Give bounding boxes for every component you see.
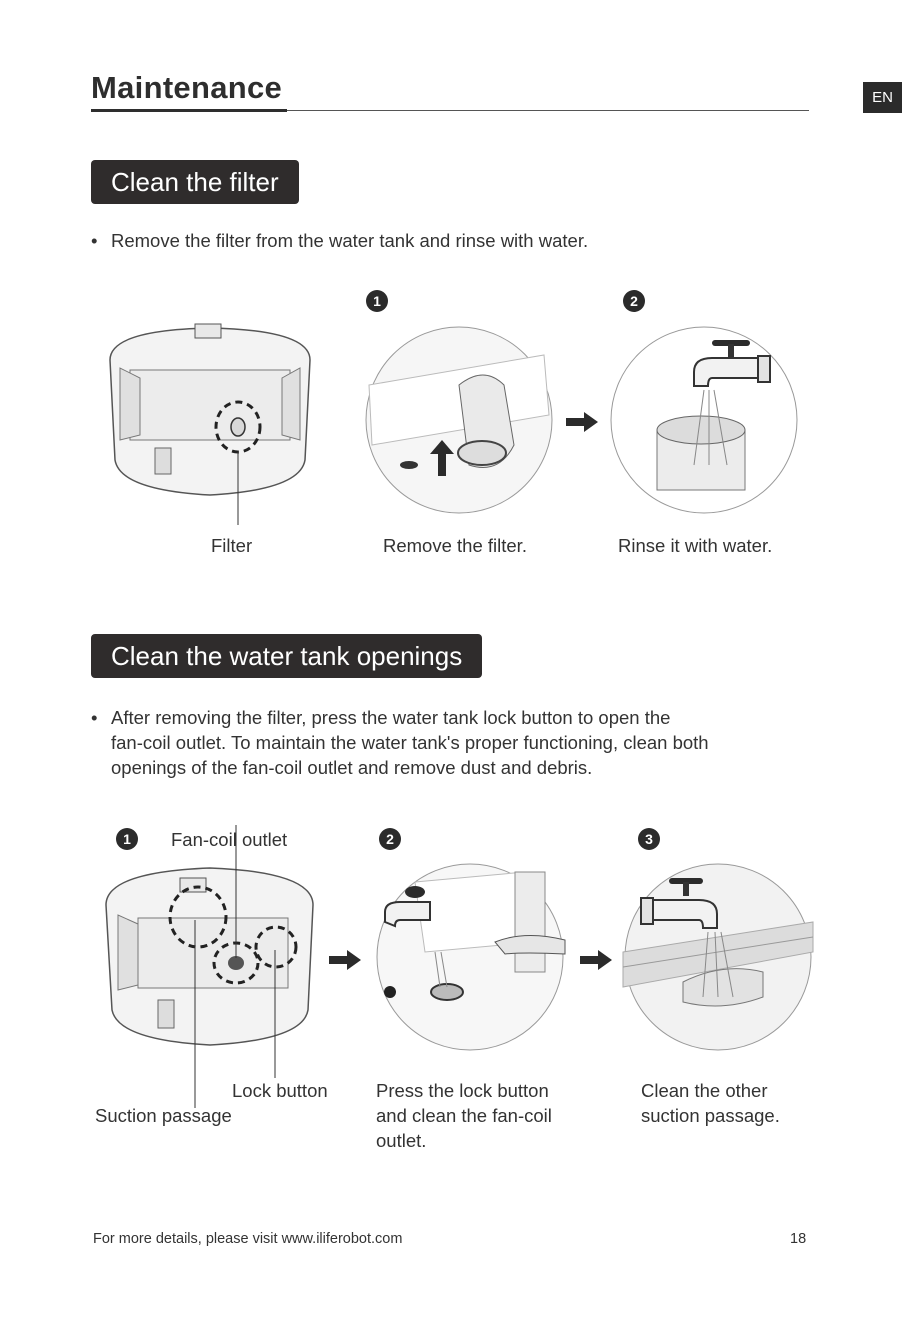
section-heading-clean-filter: Clean the filter bbox=[91, 160, 299, 204]
remove-filter-illustration bbox=[365, 326, 553, 514]
bullet-line: After removing the filter, press the wat… bbox=[111, 707, 671, 728]
caption-fan-coil-outlet: Fan-coil outlet bbox=[171, 829, 288, 850]
faucet-icon bbox=[693, 340, 771, 387]
step-number-2: 2 bbox=[623, 290, 645, 312]
bullet-dot: • bbox=[91, 707, 98, 728]
arrow-up-icon bbox=[430, 440, 454, 476]
caption-filter: Filter bbox=[211, 535, 253, 556]
caption-remove-filter: Remove the filter. bbox=[383, 535, 527, 556]
section-heading-clean-openings: Clean the water tank openings bbox=[91, 634, 483, 678]
bullet-text-2: • After removing the filter, press the w… bbox=[91, 705, 811, 780]
caption-rinse: Rinse it with water. bbox=[618, 535, 773, 556]
arrow-right-icon bbox=[566, 412, 598, 432]
caption-line: suction passage. bbox=[641, 1105, 780, 1126]
caption-line: outlet. bbox=[376, 1130, 427, 1151]
title-underline bbox=[91, 109, 287, 112]
arrow-right-icon bbox=[329, 950, 361, 970]
caption-clean-other: Clean the other suction passage. bbox=[641, 1078, 780, 1128]
step-number-2: 2 bbox=[379, 828, 401, 850]
language-badge: EN bbox=[863, 82, 902, 113]
bullet-text: • Remove the filter from the water tank … bbox=[91, 228, 589, 253]
step-number-3: 3 bbox=[638, 828, 660, 850]
bullet-line: Remove the filter from the water tank an… bbox=[111, 230, 589, 251]
bullet-line: fan-coil outlet. To maintain the water t… bbox=[111, 732, 709, 753]
caption-line: Press the lock button bbox=[376, 1080, 549, 1101]
water-tank-open-illustration bbox=[105, 825, 314, 1108]
bullet-dot: • bbox=[91, 230, 98, 251]
caption-press-lock: Press the lock button and clean the fan-… bbox=[376, 1078, 552, 1153]
title-rule bbox=[91, 110, 809, 111]
page-title: Maintenance bbox=[91, 70, 283, 105]
water-tank-illustration bbox=[109, 323, 311, 525]
bullet-line: openings of the fan-coil outlet and remo… bbox=[111, 757, 593, 778]
caption-lock-button: Lock button bbox=[232, 1080, 328, 1101]
step-number-1: 1 bbox=[366, 290, 388, 312]
step-number-1: 1 bbox=[116, 828, 138, 850]
clean-fan-coil-illustration bbox=[376, 863, 566, 1051]
arrow-right-icon bbox=[580, 950, 612, 970]
page-number: 18 bbox=[790, 1231, 807, 1247]
caption-suction-passage: Suction passage bbox=[95, 1105, 232, 1126]
faucet-icon bbox=[640, 878, 718, 929]
caption-line: Clean the other bbox=[641, 1080, 768, 1101]
caption-line: and clean the fan-coil bbox=[376, 1105, 552, 1126]
footer-text: For more details, please visit www.ilife… bbox=[93, 1231, 403, 1247]
